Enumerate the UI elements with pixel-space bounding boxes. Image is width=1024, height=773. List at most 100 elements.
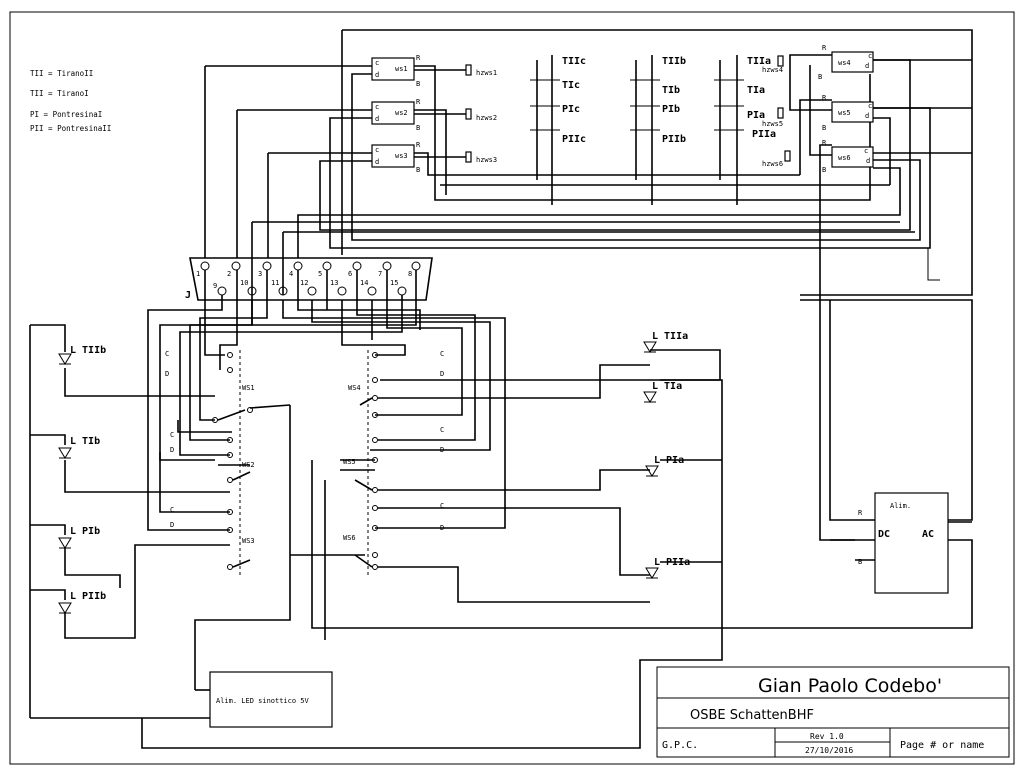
pin-label: 3 [258, 270, 262, 278]
switch-contacts-left [212, 350, 291, 575]
switch-label: WS3 [242, 537, 255, 545]
sheet-border [9, 11, 1015, 765]
pin-label: 8 [408, 270, 412, 278]
psu-r: R [858, 509, 863, 517]
svg-text:c: c [375, 59, 379, 67]
svg-text:R: R [822, 139, 827, 147]
svg-text:d: d [375, 158, 379, 166]
legend-line: TII = TiranoI [30, 89, 89, 98]
track-label: PIIa [752, 129, 776, 140]
initials: G.P.C. [662, 740, 698, 751]
switch-label: WS5 [343, 458, 356, 466]
motor-label: hzws2 [476, 114, 497, 122]
turnout-ws5: c d ws5 R B hzws5 [762, 94, 874, 132]
connector-ref: J [185, 290, 191, 301]
switch-label: WS4 [348, 384, 361, 392]
led-label: L PIIb [70, 591, 106, 602]
led-label: L TIb [70, 436, 100, 447]
svg-text:B: B [822, 166, 826, 174]
led-label: L PIIa [654, 557, 690, 568]
pin-label: 5 [318, 270, 322, 278]
turnout-name: ws5 [838, 109, 851, 117]
svg-text:D: D [440, 524, 444, 532]
led-label: L TIIa [652, 331, 688, 342]
led-power-supply: Alim. LED sinottico 5V [195, 671, 333, 728]
legend-line: PII = PontresinaII [30, 124, 111, 133]
svg-text:C: C [440, 350, 444, 358]
turnout-name: ws3 [395, 152, 408, 160]
track-label: TIb [662, 85, 680, 96]
psu-b: B [858, 558, 862, 566]
svg-text:C: C [165, 350, 169, 358]
pin-label: 10 [240, 279, 248, 287]
date: 27/10/2016 [805, 746, 853, 755]
svg-text:c: c [868, 52, 872, 60]
pin-label: 11 [271, 279, 279, 287]
track-label: PIa [747, 110, 765, 121]
leds-right: L TIIa L TIa L PIa L PIIa [643, 331, 690, 579]
db15-connector: J 1 2 3 4 5 6 7 8 9 10 11 12 13 14 15 [185, 257, 433, 301]
led-label: L PIa [654, 455, 684, 466]
track-label: PIIc [562, 134, 586, 145]
svg-text:B: B [416, 80, 420, 88]
svg-text:B: B [416, 124, 420, 132]
svg-text:D: D [440, 370, 444, 378]
motor-label: hzws6 [762, 160, 783, 168]
led-label: L TIa [652, 381, 682, 392]
track-rails [530, 55, 744, 205]
revision: Rev 1.0 [810, 732, 844, 741]
psu-dc: DC [878, 529, 890, 540]
svg-text:d: d [865, 62, 869, 70]
switch-contacts-right [354, 350, 378, 575]
title-block: Gian Paolo Codebo' OSBE SchattenBHF G.P.… [656, 666, 1010, 758]
legend-line: TII = TiranoII [30, 69, 93, 78]
track-label: TIc [562, 80, 580, 91]
svg-text:C: C [440, 502, 444, 510]
svg-text:d: d [375, 115, 379, 123]
motor-label: hzws3 [476, 156, 497, 164]
svg-text:C: C [170, 431, 174, 439]
switch-label: WS6 [343, 534, 356, 542]
author-name: Gian Paolo Codebo' [758, 675, 942, 697]
svg-text:C: C [440, 426, 444, 434]
track-labels: TIIc TIc PIc PIIc TIIb TIb PIb PIIb TIIa… [562, 56, 776, 145]
track-label: PIb [662, 104, 680, 115]
svg-text:c: c [375, 103, 379, 111]
svg-text:B: B [818, 73, 822, 81]
svg-text:c: c [868, 102, 872, 110]
svg-text:R: R [416, 98, 421, 106]
pin-label: 12 [300, 279, 308, 287]
leds-left: L TIIb L TIb L PIb L PIIb [29, 324, 230, 719]
led-label: L TIIb [70, 345, 106, 356]
track-label: PIIb [662, 134, 686, 145]
power-supply: Alim. DC AC R B [858, 492, 972, 594]
pin-label: 2 [227, 270, 231, 278]
svg-text:D: D [440, 446, 444, 454]
pin-label: 1 [196, 270, 200, 278]
pin-label: 14 [360, 279, 368, 287]
turnout-ws6: c d ws6 R B hzws6 [762, 139, 874, 174]
svg-text:R: R [416, 141, 421, 149]
pin-label: 6 [348, 270, 352, 278]
page-name: Page # or name [900, 740, 984, 751]
svg-text:d: d [865, 112, 869, 120]
svg-text:D: D [165, 370, 169, 378]
pin-label: 13 [330, 279, 338, 287]
pin-label: 9 [213, 282, 217, 290]
svg-text:d: d [375, 71, 379, 79]
track-label: TIIa [747, 56, 771, 67]
svg-text:c: c [375, 146, 379, 154]
svg-text:B: B [822, 124, 826, 132]
svg-text:R: R [416, 54, 421, 62]
cd-labels: C D C D C D C D C D C D [165, 350, 444, 532]
led-label: L PIb [70, 526, 100, 537]
wiring-middle [141, 270, 973, 749]
svg-text:C: C [170, 506, 174, 514]
connector-pins-bottom: 9 10 11 12 13 14 15 [213, 279, 407, 296]
wiring-top [204, 29, 973, 541]
turnout-ws4: c d ws4 R B hzws4 [762, 44, 874, 81]
switch-label: WS1 [242, 384, 255, 392]
switch-labels: WS1 WS2 WS3 WS4 WS5 WS6 [242, 384, 361, 545]
legend-line: PI = PontresinaI [30, 110, 102, 119]
